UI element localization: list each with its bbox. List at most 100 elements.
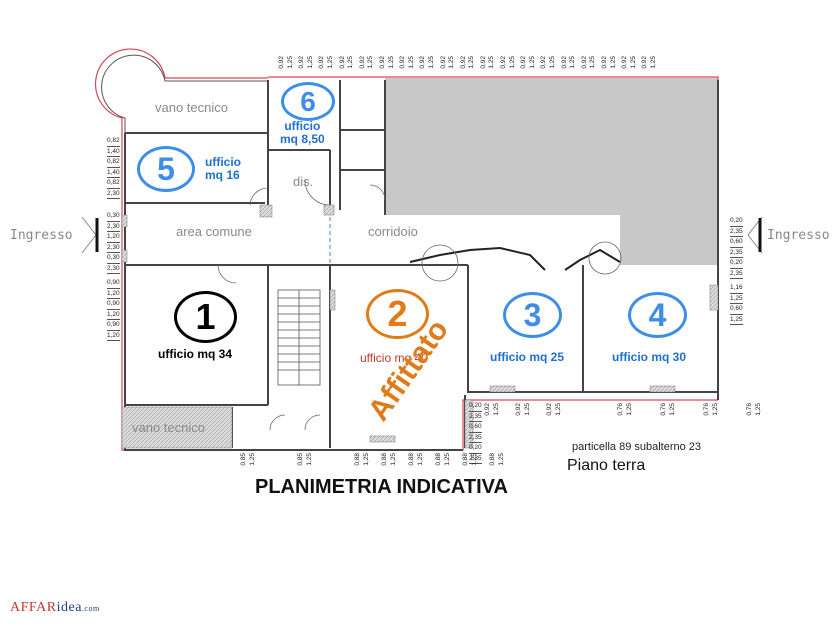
cadastral-reference: particella 89 subalterno 23 xyxy=(572,441,702,453)
dimension-label: 0,92 xyxy=(358,56,366,69)
dimension-label: 1,20 xyxy=(107,232,120,243)
dimension-label: 0,76 xyxy=(617,403,624,416)
dimension-label: 0,76 xyxy=(660,403,667,416)
dimension-label: 2,35 xyxy=(730,248,743,258)
dimension-label: 0,20 xyxy=(730,258,743,269)
dimension-label: 0,85 xyxy=(240,453,247,466)
dimension-label: 1,20 xyxy=(107,331,120,341)
dimension-label: 0,92 xyxy=(439,56,447,69)
dimension-label: 1,20 xyxy=(107,289,120,299)
dimension-label: 0,92 xyxy=(546,403,553,416)
dimension-label: 0,92 xyxy=(459,56,467,69)
vano-tecnico-bottom xyxy=(121,406,233,449)
dimension-label: 1,25 xyxy=(589,56,597,69)
dimension-label: 1,25 xyxy=(249,453,256,466)
dimension-label: 0,92 xyxy=(641,56,649,69)
dimension-label: 1,25 xyxy=(471,453,478,466)
dimension-label: 0,82 xyxy=(107,136,120,147)
dimension-label: 0,76 xyxy=(746,403,753,416)
dimension-label: 1,16 xyxy=(730,283,743,294)
dimension-label: 2,35 xyxy=(469,412,482,422)
dimension-label: 1,25 xyxy=(549,56,557,69)
dimension-label: 1,25 xyxy=(498,453,505,466)
dimension-label: 1,25 xyxy=(629,56,637,69)
dimension-label: 0,92 xyxy=(520,56,528,69)
dimension-label: 0,20 xyxy=(730,216,743,227)
dimension-label: 1,25 xyxy=(387,56,395,69)
dimension-label: 0,92 xyxy=(318,56,326,69)
dimension-label: 1,25 xyxy=(493,403,500,416)
dimension-label: 0,60 xyxy=(730,304,743,315)
grey-block xyxy=(385,78,718,265)
dimension-label: 1,25 xyxy=(609,56,617,69)
dimension-label: 0,82 xyxy=(107,157,120,168)
office-2-label: ufficio mq 40 xyxy=(360,351,428,365)
dimension-label: 0,88 xyxy=(354,453,361,466)
dimension-label: 2,35 xyxy=(469,433,482,443)
office-4-number: 4 xyxy=(628,292,687,338)
dimension-label: 0,88 xyxy=(408,453,415,466)
vano-tecnico-top-label: vano tecnico xyxy=(155,100,228,115)
dimension-label: 1,25 xyxy=(347,56,355,69)
dimension-label: 2,35 xyxy=(730,269,743,279)
plan-title: PLANIMETRIA INDICATIVA xyxy=(255,476,508,498)
dimension-label: 0,60 xyxy=(730,237,743,248)
dimension-label: 0,92 xyxy=(560,56,568,69)
dimension-label: 0,92 xyxy=(338,56,346,69)
dimension-label: 1,25 xyxy=(555,403,562,416)
dimension-label: 0,90 xyxy=(107,320,120,331)
dimension-label: 2,35 xyxy=(469,454,482,464)
office-2-number: 2 xyxy=(366,289,429,339)
vano-tecnico-bottom-label: vano tecnico xyxy=(132,420,205,435)
stairs xyxy=(277,289,321,386)
floor-name: Piano terra xyxy=(567,457,646,474)
office-6-number: 6 xyxy=(281,82,335,121)
dimension-label: 0,90 xyxy=(107,278,120,289)
dimension-label: 1,25 xyxy=(730,315,743,325)
dimension-label: 1,25 xyxy=(528,56,536,69)
dimension-label: 1,25 xyxy=(326,56,334,69)
dimension-label: 0,92 xyxy=(484,403,491,416)
dimension-label: 1,25 xyxy=(427,56,435,69)
office-5-label-line1: ufficio xyxy=(205,155,241,169)
dimension-label: 0,92 xyxy=(479,56,487,69)
dimension-label: 0,92 xyxy=(399,56,407,69)
office-6-label-line2: mq 8,50 xyxy=(280,132,325,146)
dimension-label: 0,30 xyxy=(107,253,120,264)
dimension-label: 1,40 xyxy=(107,147,120,157)
office-5-number: 5 xyxy=(137,146,195,192)
office-4-label: ufficio mq 30 xyxy=(612,350,687,364)
dimension-label: 0,92 xyxy=(419,56,427,69)
dimension-label: 0,92 xyxy=(540,56,548,69)
dimension-label: 1,25 xyxy=(712,403,719,416)
dimension-label: 1,25 xyxy=(669,403,676,416)
dimension-label: 0,88 xyxy=(381,453,388,466)
dimension-label: 1,40 xyxy=(107,168,120,178)
dimension-label: 1,25 xyxy=(508,56,516,69)
office-1-label: ufficio mq 34 xyxy=(158,347,233,361)
dimension-label: 1,25 xyxy=(626,403,633,416)
dimension-label: 0,88 xyxy=(489,453,496,466)
office-3-number: 3 xyxy=(503,292,562,338)
dimension-label: 1,25 xyxy=(306,453,313,466)
dimension-label: 1,25 xyxy=(286,56,294,69)
dimension-label: 2,30 xyxy=(107,222,120,232)
dimension-label: 1,25 xyxy=(730,294,743,304)
dimension-label: 1,25 xyxy=(468,56,476,69)
office-3-label: ufficio mq 25 xyxy=(490,350,565,364)
dimension-label: 0,92 xyxy=(298,56,306,69)
dimension-label: 1,25 xyxy=(755,403,762,416)
dimension-label: 1,25 xyxy=(524,403,531,416)
dimension-label: 1,25 xyxy=(367,56,375,69)
dimension-label: 1,25 xyxy=(444,453,451,466)
